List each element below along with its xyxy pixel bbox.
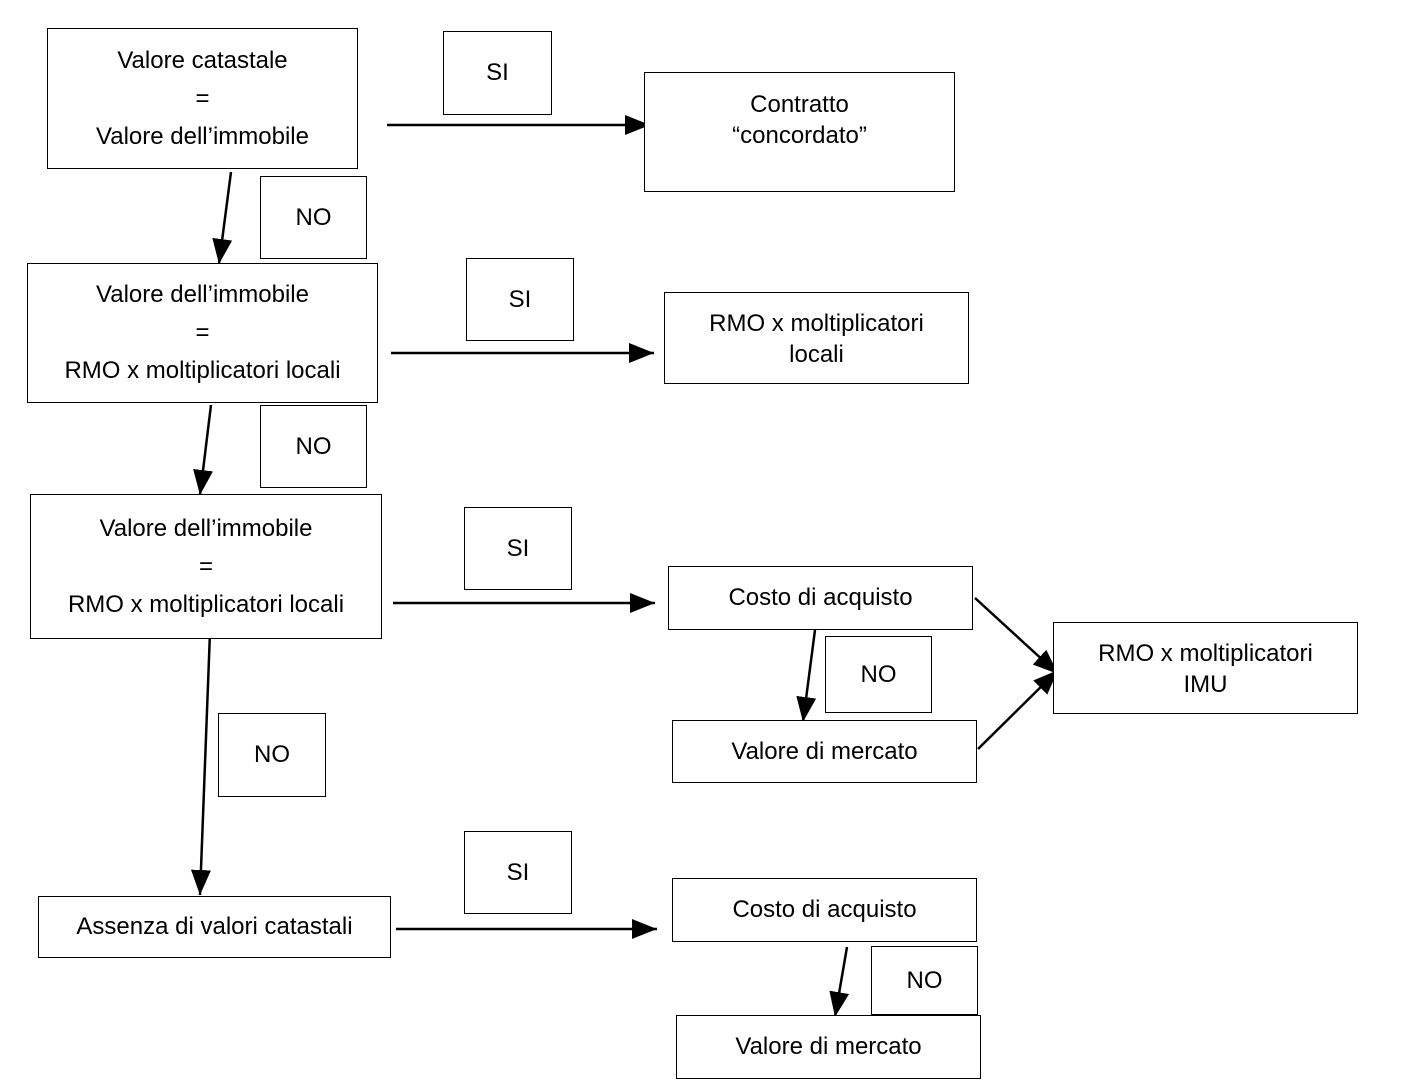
node-text: Contratto (750, 91, 849, 118)
node-text: RMO x moltiplicatori (709, 310, 924, 337)
label-no-3: NO (218, 713, 326, 797)
decision-rmo-locali-2: Valore dell’immobile = RMO x moltiplicat… (30, 494, 382, 639)
node-text: Costo di acquisto (732, 896, 917, 923)
result-valore-mercato-2: Valore di mercato (676, 1015, 981, 1079)
node-text: RMO x moltiplicatori locali (67, 590, 345, 618)
arrow-costo-to-rmo-imu (974, 597, 1059, 675)
node-text: IMU (1183, 671, 1228, 698)
arrow-n2-to-n3 (193, 404, 213, 496)
arrow-n3-to-n4 (190, 631, 212, 896)
node-text: Assenza di valori catastali (76, 913, 353, 940)
node-text: Valore di mercato (735, 1033, 922, 1060)
node-text: Costo di acquisto (728, 584, 913, 611)
arrow-mercato-to-rmo-imu (977, 669, 1059, 750)
label-no-2: NO (260, 405, 367, 488)
decision-rmo-locali-1: Valore dell’immobile = RMO x moltiplicat… (27, 263, 378, 403)
node-text: locali (789, 341, 844, 368)
node-text: RMO x moltiplicatori locali (64, 357, 341, 384)
node-text: “concordato” (732, 122, 867, 149)
result-valore-mercato-1: Valore di mercato (672, 720, 977, 783)
decision-valore-catastale: Valore catastale = Valore dell’immobile (47, 28, 358, 169)
node-text: RMO x moltiplicatori (1098, 640, 1313, 667)
label-no-1: NO (260, 176, 367, 259)
node-text: Valore dell’immobile (96, 122, 309, 150)
arrow-n1-to-n2 (212, 171, 233, 265)
result-rmo-imu: RMO x moltiplicatori IMU (1053, 622, 1358, 714)
label-si-3: SI (464, 507, 572, 590)
label-si-1: SI (443, 31, 552, 115)
node-text: Valore dell’immobile (96, 281, 309, 308)
result-costo-acquisto-2: Costo di acquisto (672, 878, 977, 942)
node-text: Valore dell’immobile (99, 514, 313, 542)
node-text: = (195, 319, 210, 346)
result-rmo-locali: RMO x moltiplicatori locali (664, 292, 969, 384)
node-text: = (198, 552, 213, 580)
node-text: Valore di mercato (731, 737, 918, 765)
result-contratto-concordato: Contratto “concordato” (644, 72, 955, 192)
label-si-4: SI (464, 831, 572, 914)
arrow-costo2-to-mercato2 (829, 946, 850, 1018)
label-si-2: SI (466, 258, 574, 341)
arrow-costo-to-mercato (796, 629, 817, 723)
result-costo-acquisto-1: Costo di acquisto (668, 566, 973, 630)
label-no-5: NO (871, 946, 978, 1015)
decision-assenza-valori: Assenza di valori catastali (38, 896, 391, 958)
label-no-4: NO (825, 636, 932, 713)
node-text: = (195, 84, 210, 112)
node-text: Valore catastale (117, 46, 288, 74)
